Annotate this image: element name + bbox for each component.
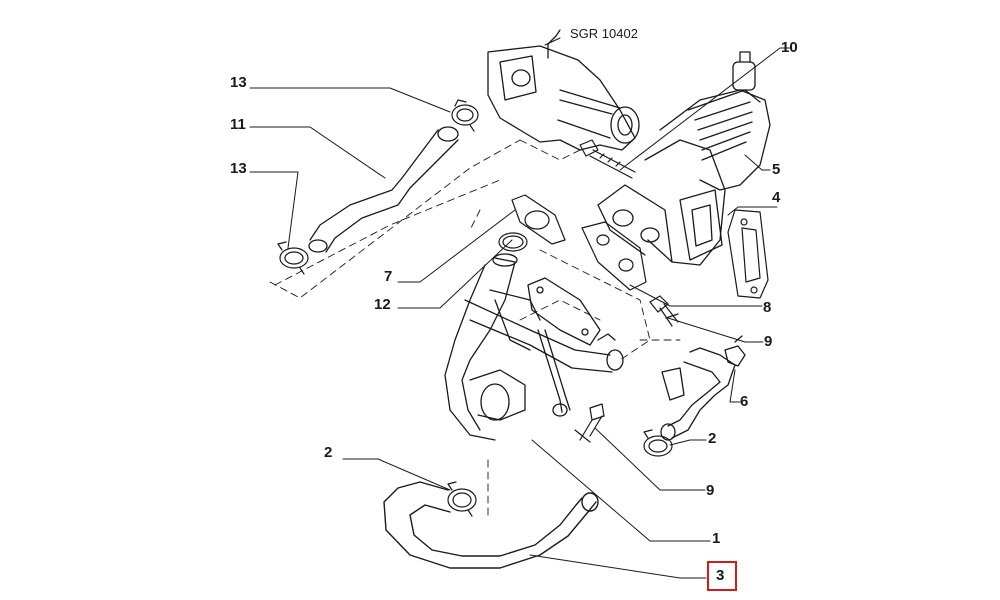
callout-5: 5 [772, 161, 781, 178]
part-2-clamp-right [643, 429, 673, 457]
part-4-gasket [727, 209, 769, 299]
assembly-guide-lines [269, 139, 681, 521]
callout-10: 10 [781, 39, 798, 56]
callout-12: 12 [374, 296, 391, 313]
part-7-gasket [511, 194, 566, 245]
highlighted-callout-box [707, 561, 737, 591]
part-13-clamp-upper [451, 99, 479, 132]
part-8-flange-gasket [581, 221, 647, 291]
callout-7: 7 [384, 268, 393, 285]
part-2-clamp-left [447, 481, 477, 517]
leader-lines [249, 37, 791, 579]
part-10-bolt [579, 139, 636, 179]
part-11-small-hose [308, 126, 459, 253]
part-9-bolt-upper [649, 295, 679, 327]
callout-2-right: 2 [708, 430, 717, 447]
part-13-clamp-lower [277, 241, 309, 275]
callout-11: 11 [230, 116, 246, 133]
part-12-o-ring [498, 232, 528, 252]
part-5-egr-valve [597, 51, 771, 266]
part-3-lower-hose [383, 481, 599, 569]
drawing-code: SGR 10402 [570, 26, 638, 41]
callout-13-upper: 13 [230, 74, 247, 91]
part-9-bolt-lower [574, 403, 605, 443]
callout-1: 1 [712, 530, 721, 547]
callout-6: 6 [740, 393, 749, 410]
callout-13-lower: 13 [230, 160, 247, 177]
callout-4: 4 [772, 189, 781, 206]
callout-9-lower: 9 [706, 482, 715, 499]
callout-9-upper: 9 [764, 333, 773, 350]
part-6-small-pipe [660, 335, 746, 441]
thermostat-housing [487, 29, 640, 151]
callout-2-left: 2 [324, 444, 333, 461]
callout-8: 8 [763, 299, 772, 316]
callout-3: 3 [716, 567, 725, 584]
part-1-egr-pipe-assembly [444, 253, 624, 441]
